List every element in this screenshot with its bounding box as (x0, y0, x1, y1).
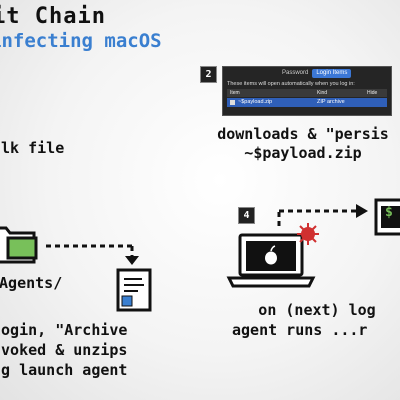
step-4-caption-line-2: agent runs ...r (232, 321, 368, 339)
folder-icon (0, 226, 38, 264)
step-4-caption: on (next) log agent runs ...r (232, 300, 400, 340)
virus-icon (297, 223, 319, 245)
step-3-caption: login, "Archive nvoked & unzips ng launc… (0, 320, 127, 380)
macbook-icon (226, 233, 316, 288)
launch-agents-folder-label: hAgents/ (0, 274, 63, 292)
slide-title: it Chain (0, 4, 106, 29)
tab-password: Password (282, 70, 309, 76)
step-3-caption-line-3: ng launch agent (0, 361, 128, 379)
terminal-icon (374, 198, 400, 236)
step-3-caption-line-2: nvoked & unzips (0, 341, 128, 359)
plist-document-icon (116, 268, 152, 312)
login-item-row: ~$payload.zip ZIP archive (227, 98, 387, 107)
step-3-caption-line-1: login, "Archive (0, 321, 128, 339)
step-4-badge: 4 (238, 207, 255, 224)
tab-login-items: Login Items (312, 69, 352, 78)
step-2-caption: downloads & "persis ~$payload.zip (188, 125, 400, 163)
step-2-caption-line-2: ~$payload.zip (244, 144, 362, 162)
column-item: Item (230, 90, 240, 96)
step-2-caption-line-1: downloads & "persis (217, 125, 389, 143)
slide-subtitle: infecting macOS (0, 30, 162, 52)
apple-logo-icon (265, 245, 277, 265)
terminal-prompt: $ (385, 205, 393, 220)
laptop-to-terminal-arrow (277, 204, 368, 226)
login-item-kind: ZIP archive (317, 99, 345, 105)
step-1-caption: slk file (0, 139, 65, 157)
login-items-header: Item Kind Hide (227, 89, 387, 97)
step-2-badge: 2 (200, 66, 217, 83)
zip-file-icon (230, 100, 235, 105)
login-item-name: ~$payload.zip (238, 99, 273, 105)
step-4-caption-line-1: on (next) log (258, 301, 376, 319)
folder-to-plist-arrow (46, 244, 139, 265)
column-kind: Kind (317, 90, 328, 96)
login-items-message: These items will open automatically when… (227, 81, 355, 87)
column-hide: Hide (367, 90, 378, 96)
